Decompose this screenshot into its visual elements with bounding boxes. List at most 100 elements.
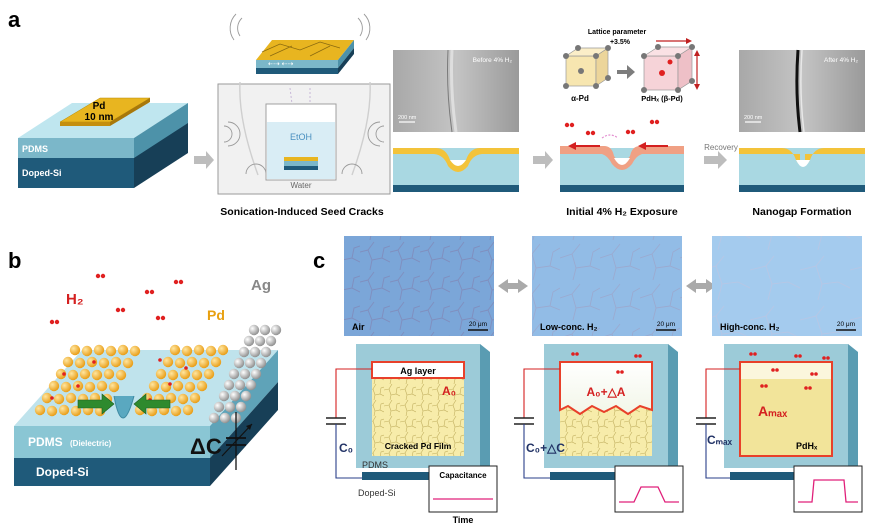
- cap-cmax-label: Cₘₐₓ: [707, 433, 733, 447]
- plot-high: [793, 465, 863, 513]
- pd-atom: [84, 381, 96, 393]
- pd-atom: [93, 344, 105, 356]
- pd-atom: [65, 392, 77, 404]
- pd-atom: [86, 356, 98, 368]
- ag-atom: [208, 412, 220, 424]
- h-atom: [76, 384, 80, 388]
- ag-atom: [238, 346, 250, 358]
- micrograph-high: High-conc. H₂ 20 μm: [712, 236, 862, 336]
- alpha-pd-label: α-Pd: [571, 94, 589, 103]
- ag-atom: [213, 401, 225, 413]
- pd-atom: [170, 405, 182, 417]
- ag-atom: [218, 390, 230, 402]
- pd-atom: [210, 356, 222, 368]
- double-arrow-1-icon: [498, 279, 528, 293]
- lattice-arrow-icon: [617, 65, 635, 79]
- area-a0-label: A₀: [442, 384, 456, 398]
- pd-atom: [186, 356, 198, 368]
- sem-after-image: After 4% H₂ 200 nm: [739, 49, 865, 133]
- micro-low-label: Low-conc. H₂: [540, 322, 598, 332]
- ag-atom: [255, 357, 267, 369]
- micro-high-scale: 20 μm: [837, 321, 855, 328]
- state-air: Ag layer A₀ Cracked Pd Film PDMS Doped-S…: [326, 344, 490, 498]
- pd-atom: [55, 368, 67, 380]
- ag-atom: [249, 346, 261, 358]
- ag-atom: [260, 346, 272, 358]
- pd-atom: [98, 357, 110, 369]
- cross-section-exposure: [560, 119, 684, 192]
- sem-before-label: Before 4% H₂: [473, 57, 513, 64]
- pd-atom: [174, 357, 186, 369]
- pd-atom: [105, 345, 117, 357]
- pd-atom: [217, 344, 229, 356]
- pd-atom: [182, 404, 194, 416]
- pd-atom: [205, 345, 217, 357]
- pd-atom: [69, 344, 81, 356]
- panel-c-letter: c: [313, 248, 325, 273]
- sem-before-image: Before 4% H₂ 200 nm: [393, 49, 519, 133]
- pd-atom: [162, 356, 174, 368]
- exposure-caption: Initial 4% H₂ Exposure: [566, 206, 678, 218]
- b-dielectric-note: (Dielectric): [70, 439, 112, 448]
- sem-before-scale: 200 nm: [398, 115, 417, 121]
- pd-atom: [184, 381, 196, 393]
- ag-atom: [245, 379, 257, 391]
- micro-air-label: Air: [352, 322, 365, 332]
- pd-atom: [189, 392, 201, 404]
- c-si-label: Doped-Si: [358, 488, 396, 498]
- area-amax-label: Aₘₐₓ: [758, 403, 788, 419]
- pd-atom: [34, 404, 46, 416]
- high-h2-molecules: [749, 352, 830, 390]
- pd-atom: [103, 368, 115, 380]
- ag-atom: [254, 335, 266, 347]
- pd-atom: [79, 368, 91, 380]
- ag-atom: [224, 401, 236, 413]
- h-atom: [184, 366, 188, 370]
- plot-high-line: [798, 479, 858, 503]
- ag-atom: [235, 401, 247, 413]
- recovery-label: Recovery: [704, 143, 738, 152]
- pd-atom: [46, 405, 58, 417]
- low-h2-molecules: [571, 352, 642, 374]
- pd-atom: [172, 380, 184, 392]
- pdhx-label: PdHₓ: [796, 441, 818, 451]
- pd-atom: [129, 345, 141, 357]
- beta-pd-label: PdHₓ (β-Pd): [641, 94, 683, 103]
- pd-atom: [169, 344, 181, 356]
- water-label: Water: [290, 181, 311, 190]
- nanogap-caption: Nanogap Formation: [752, 206, 851, 218]
- ag-atom: [233, 357, 245, 369]
- cracked-film-label: Cracked Pd Film: [385, 441, 452, 451]
- pd-atom: [91, 369, 103, 381]
- ag-atom: [239, 368, 251, 380]
- pd-atom: [193, 344, 205, 356]
- h-atom: [92, 360, 96, 364]
- variable-capacitor-icon: [221, 412, 253, 470]
- ag-atom: [270, 324, 282, 336]
- pd-atom: [58, 404, 70, 416]
- lattice-title: Lattice parameter: [588, 29, 647, 36]
- plot-xlabel: Time: [453, 515, 474, 525]
- chip-arrows-icon: ⇠⇢ ⇠⇢: [268, 61, 294, 68]
- ag-atom: [223, 379, 235, 391]
- plot-ylabel: Capacitance: [439, 471, 487, 480]
- pd-atom: [60, 381, 72, 393]
- pd-atom: [67, 369, 79, 381]
- arrow-2-icon: [533, 151, 553, 169]
- sem-after-label: After 4% H₂: [824, 57, 858, 64]
- pd-atom: [41, 392, 53, 404]
- pd-atom-layer: [34, 344, 229, 417]
- pd-atom: [198, 357, 210, 369]
- pd-atom: [108, 381, 120, 393]
- ag-atom: [265, 335, 277, 347]
- ag-layer-label: Ag layer: [400, 366, 436, 376]
- ag-atom: [234, 379, 246, 391]
- b-delta-c-label: ΔC: [190, 434, 222, 459]
- pd-atom: [48, 380, 60, 392]
- plot-low: [614, 465, 684, 513]
- device-thickness-label: 10 nm: [85, 112, 114, 123]
- cross-section-nanogap: [739, 148, 865, 192]
- panel-b-letter: b: [8, 248, 21, 273]
- pd-atom: [117, 344, 129, 356]
- panel-a-letter: a: [8, 7, 21, 32]
